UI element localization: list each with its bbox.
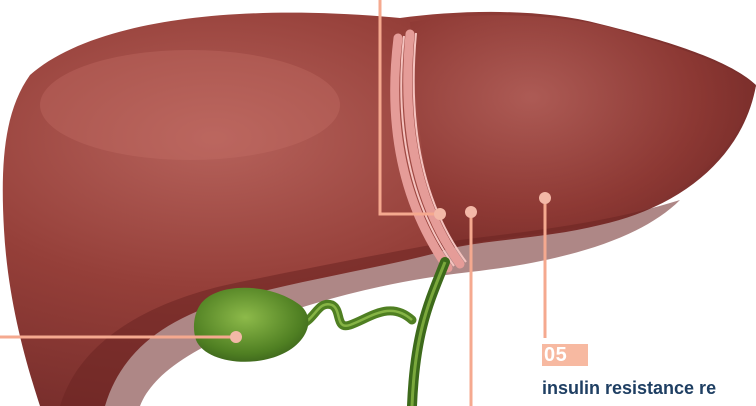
marker-dot-3	[539, 192, 551, 204]
liver-right-lobe	[410, 15, 756, 250]
marker-dot-1	[434, 208, 446, 220]
callout-caption: insulin resistance re	[542, 377, 716, 399]
liver-highlight	[40, 50, 340, 160]
callout-number-badge: 05	[542, 344, 588, 366]
marker-dot-2	[465, 206, 477, 218]
marker-dot-4	[230, 331, 242, 343]
bile-duct	[412, 262, 445, 406]
callout-number: 05	[542, 344, 567, 366]
